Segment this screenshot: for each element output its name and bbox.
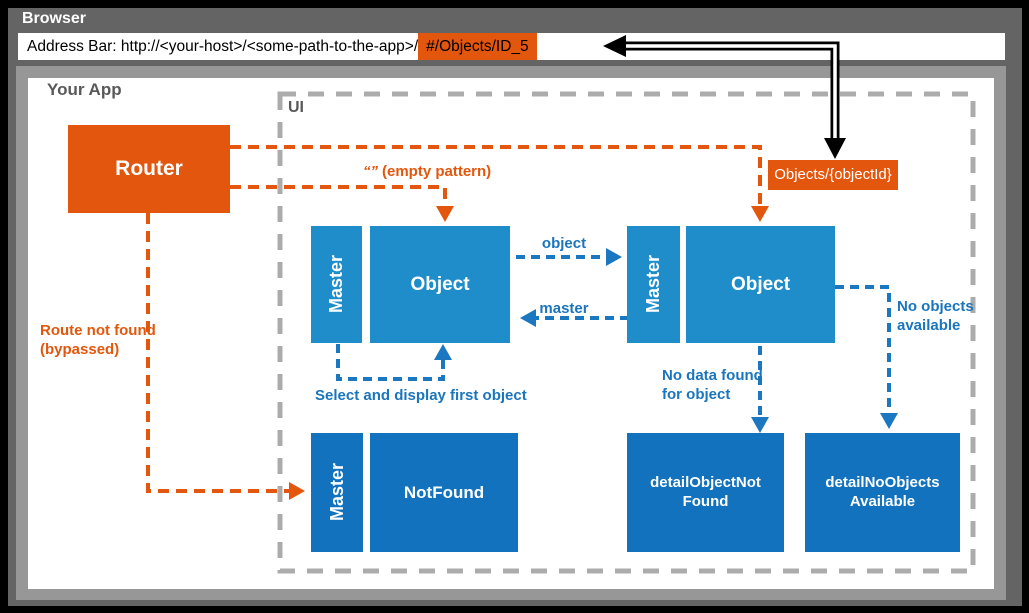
detail-object-not-found-view: detailObjectNot Found — [627, 433, 784, 552]
not-found-view: NotFound — [370, 433, 518, 552]
your-app-label: Your App — [47, 80, 122, 99]
router-node: Router — [68, 125, 230, 213]
ui-label: UI — [288, 99, 304, 116]
master-view-right: Master — [627, 226, 680, 343]
address-bar: Address Bar: http://<your-host>/<some-pa… — [18, 33, 1005, 60]
master-view-bottom: Master — [311, 433, 363, 552]
select-first-object-label: Select and display first object — [315, 387, 527, 404]
empty-pattern-label: “”(empty pattern) — [363, 163, 492, 180]
master-nav-label: master — [539, 300, 589, 317]
master-view-left: Master — [311, 226, 362, 343]
object-nav-label: object — [541, 235, 587, 252]
no-objects-available-label: No objects available — [897, 298, 974, 334]
route-not-found-label: Route not found (bypassed) — [40, 322, 156, 358]
no-data-found-label: No data found for object — [662, 367, 763, 403]
object-view-left: Object — [370, 226, 510, 343]
object-view-right: Object — [686, 226, 835, 343]
route-pattern-node: Objects/{objectId} — [768, 160, 898, 190]
address-bar-url-text: Address Bar: http://<your-host>/<some-pa… — [27, 37, 419, 55]
detail-no-objects-available-view: detailNoObjects Available — [805, 433, 960, 552]
address-bar-hash-highlight: #/Objects/ID_5 — [418, 33, 537, 60]
browser-window-title: Browser — [22, 10, 87, 27]
